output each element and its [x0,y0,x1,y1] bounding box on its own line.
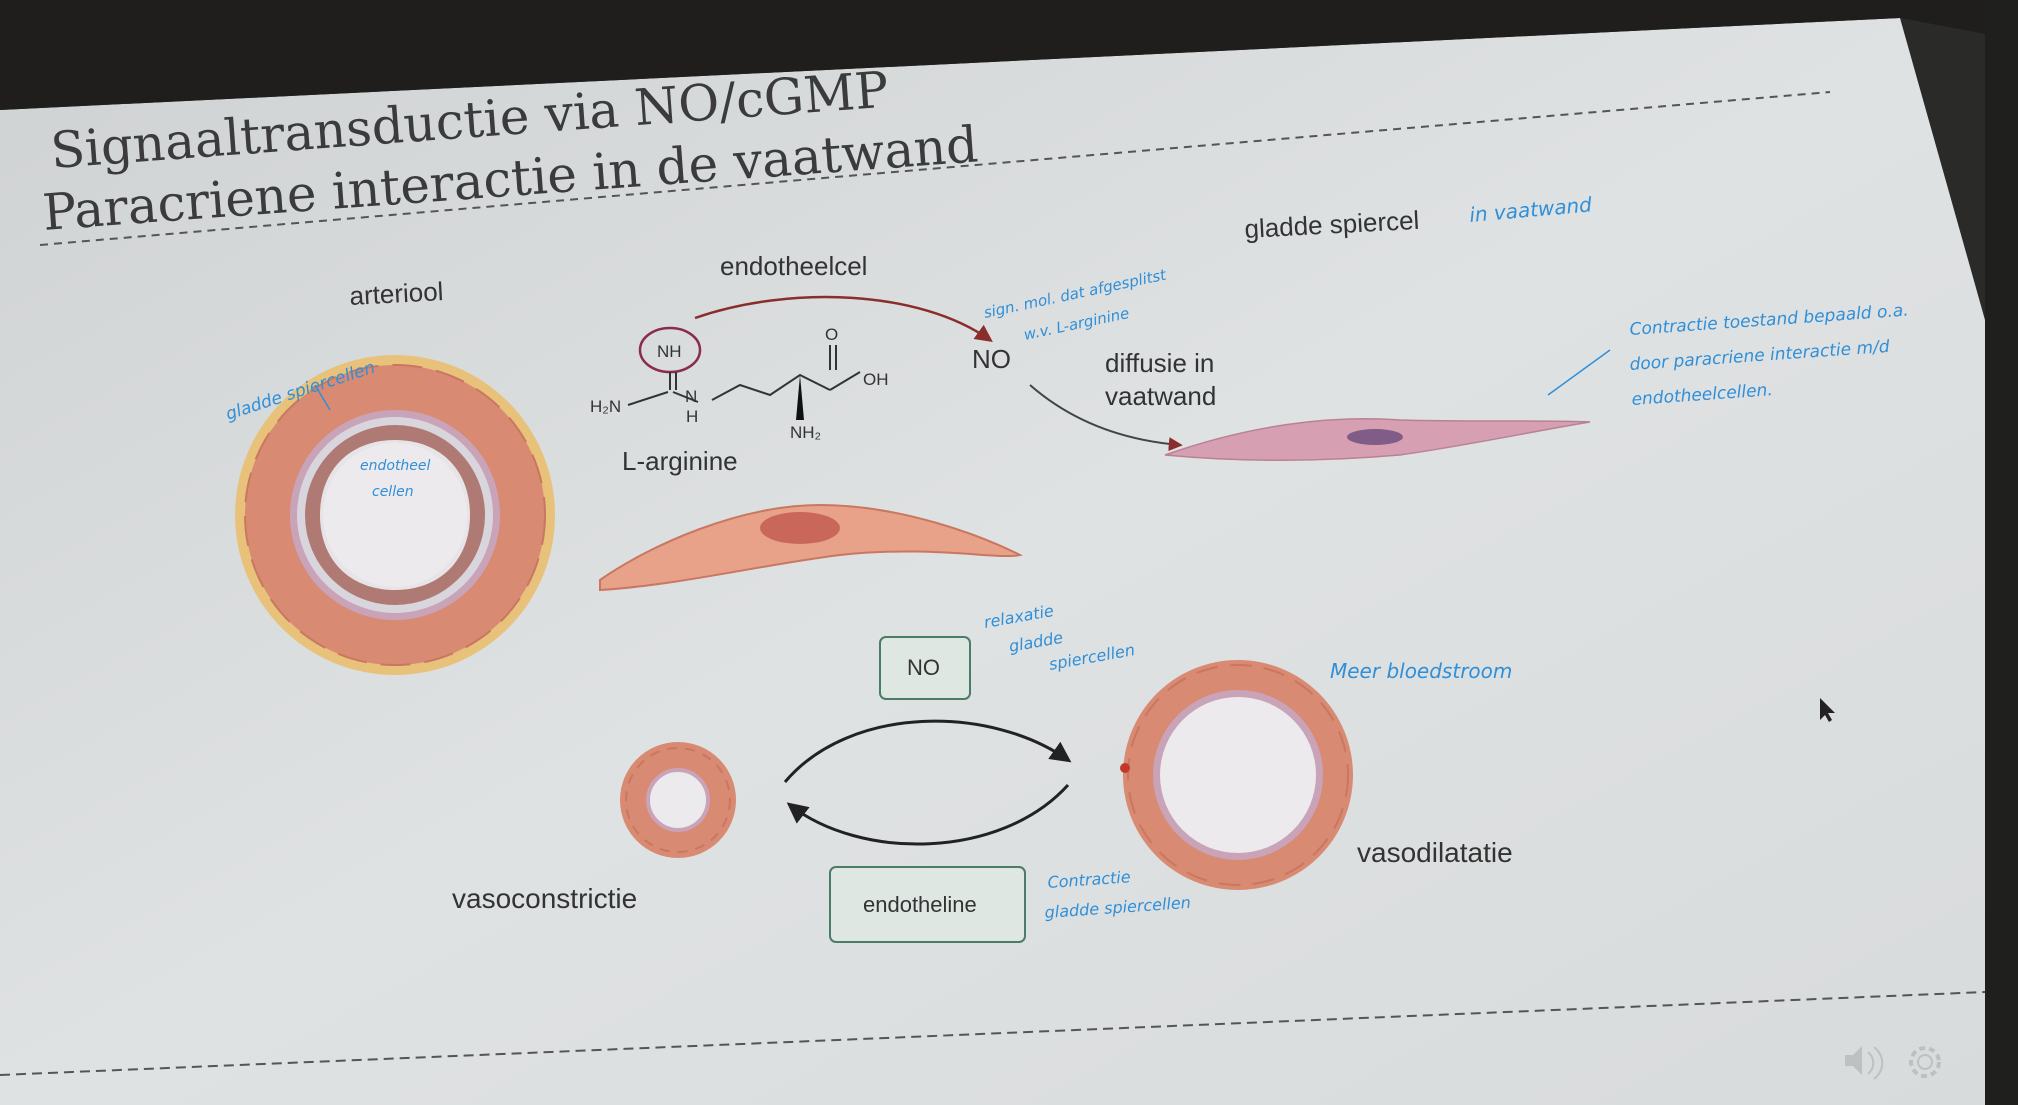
endothelial-cell-label: endotheelcel [720,251,867,281]
diffusion-label-line2: vaatwand [1105,381,1216,411]
constricted-vessel [620,742,736,858]
handnote-contraction-arrow [1547,349,1611,396]
no-box-label: NO [907,655,940,680]
handnote-endothelial-cells-1: endotheel [360,458,431,474]
vasodilation-label: vasodilatatie [1357,837,1513,868]
chem-oh: OH [863,370,889,389]
slide-right-edge [1985,0,2018,1105]
diffusion-arrow [1029,384,1183,452]
gear-icon[interactable] [1909,1046,1941,1078]
chem-h2n: H₂N [590,397,621,416]
chem-o: O [825,325,838,344]
chem-n: N [685,387,697,406]
arteriole-label: arteriool [349,276,444,311]
dilated-vessel [1120,660,1353,890]
constriction-arrow [786,783,1070,846]
chem-nh-circled: NH [657,342,682,361]
chem-h: H [686,407,698,426]
endothelin-box-label: endotheline [863,892,977,917]
chem-nh2: NH₂ [790,423,821,442]
no-production-arrow [694,295,993,343]
slide-shadow-top [0,0,2018,110]
handnote-smooth-muscle-arrow [314,384,331,411]
endothelial-nucleus [760,512,840,544]
bottom-divider [0,991,1986,1076]
vasoconstriction-label: vasoconstrictie [452,883,637,914]
slide-background [0,18,1985,1105]
speaker-icon[interactable] [1845,1046,1884,1080]
handnote-more-bloodflow: Meer bloedstroom [1330,659,1512,683]
title-divider [39,91,1831,246]
dilation-arrow [783,719,1072,783]
no-box [879,636,971,700]
l-arginine-label: L-arginine [622,446,738,476]
l-arginine-structure [627,326,861,420]
no-label: NO [972,344,1011,374]
endothelin-box [829,866,1026,943]
arteriole-cross-section [235,355,555,675]
smooth-muscle-nucleus [1347,429,1403,445]
endothelial-cell [599,503,1023,592]
mouse-cursor-icon [1820,698,1835,722]
handnote-endothelial-cells-2: cellen [372,484,414,500]
diffusion-label-line1: diffusie in [1105,348,1214,378]
